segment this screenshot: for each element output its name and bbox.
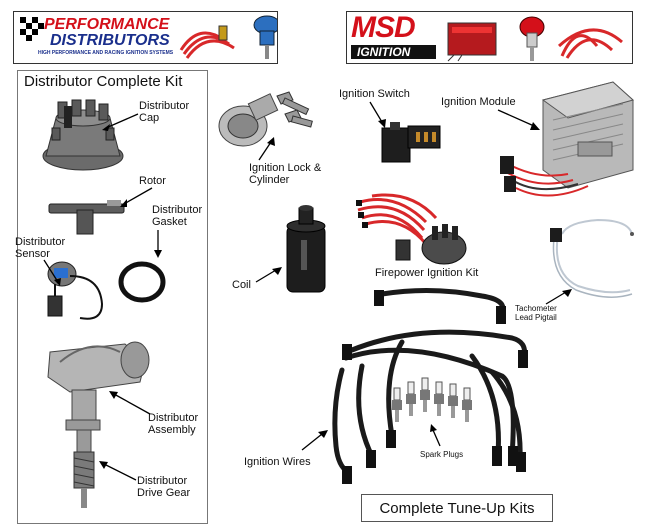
distributor-sensor-image[interactable] (40, 256, 110, 326)
msd-ignition-strip: IGNITION (351, 45, 436, 59)
arrow-lock (258, 137, 275, 161)
distributor-kit-box (17, 70, 208, 524)
label-spark-plugs: Spark Plugs (420, 450, 464, 459)
spark-plugs-image[interactable] (390, 376, 476, 428)
brand-line-1: PERFORMANCE (44, 16, 170, 33)
arrow-rotor (120, 187, 153, 207)
msd-ignition-banner[interactable]: MSD IGNITION (346, 11, 633, 64)
arrow-sensor (43, 259, 61, 286)
distributor-assembly-image[interactable] (30, 332, 160, 510)
distributor-gasket-image[interactable] (118, 260, 166, 304)
label-ignition-module: Ignition Module (441, 96, 516, 108)
msd-logo-text: MSD (351, 11, 416, 44)
label-distributor-gasket: Distributor Gasket (152, 204, 203, 228)
arrow-gasket (154, 230, 162, 258)
label-ignition-wires: Ignition Wires (244, 456, 311, 468)
coil-image[interactable] (281, 204, 331, 296)
label-firepower-kit: Firepower Ignition Kit (375, 267, 479, 279)
label-coil: Coil (232, 279, 251, 291)
blue-distributor-icon (253, 15, 277, 59)
arrow-spark-plugs (430, 424, 441, 447)
msd-logo: MSD IGNITION (351, 12, 436, 60)
label-tachometer: Tachometer Lead Pigtail (515, 304, 557, 322)
checkered-flag-icon (20, 17, 44, 41)
label-rotor: Rotor (139, 175, 166, 187)
tune-up-kits-title: Complete Tune-Up Kits (379, 499, 535, 517)
ignition-module-image[interactable] (498, 80, 643, 210)
ignition-switch-image[interactable] (376, 118, 444, 168)
msd-box-icon (447, 22, 497, 62)
arrow-assembly (109, 391, 151, 415)
red-distributor-icon (519, 16, 545, 61)
label-ignition-lock: Ignition Lock & Cylinder (249, 162, 322, 186)
kit-title: Distributor Complete Kit (24, 73, 183, 90)
tune-up-kits-box[interactable]: Complete Tune-Up Kits (361, 494, 553, 522)
rotor-image[interactable] (47, 196, 127, 236)
label-distributor-cap: Distributor Cap (139, 100, 190, 124)
arrow-wires (301, 430, 328, 451)
label-distributor-drive-gear: Distributor Drive Gear (137, 475, 191, 499)
ignition-lock-image[interactable] (215, 88, 315, 150)
arrow-drive-gear (99, 461, 137, 481)
ignition-wires-image[interactable] (312, 286, 552, 486)
label-ignition-switch: Ignition Switch (339, 88, 410, 100)
arrow-coil (255, 267, 282, 283)
brand-line-2: DISTRIBUTORS (50, 32, 170, 49)
label-distributor-assembly: Distributor Assembly (148, 412, 199, 436)
arrow-module (497, 109, 540, 130)
arrow-switch (369, 101, 386, 128)
msd-ignition-text: IGNITION (357, 45, 411, 59)
tachometer-pigtail-image[interactable] (548, 214, 638, 306)
brand-tagline: HIGH PERFORMANCE AND RACING IGNITION SYS… (38, 50, 174, 56)
performance-distributors-banner[interactable]: PERFORMANCE DISTRIBUTORS HIGH PERFORMANC… (13, 11, 278, 64)
firepower-kit-image[interactable] (356, 192, 474, 270)
arrow-tachometer (545, 289, 572, 305)
red-wires-icon (179, 25, 235, 59)
label-distributor-sensor: Distributor Sensor (15, 236, 66, 260)
red-plug-wires-icon (557, 28, 623, 59)
distributor-cap-image[interactable] (38, 99, 128, 178)
arrow-cap (102, 113, 139, 131)
